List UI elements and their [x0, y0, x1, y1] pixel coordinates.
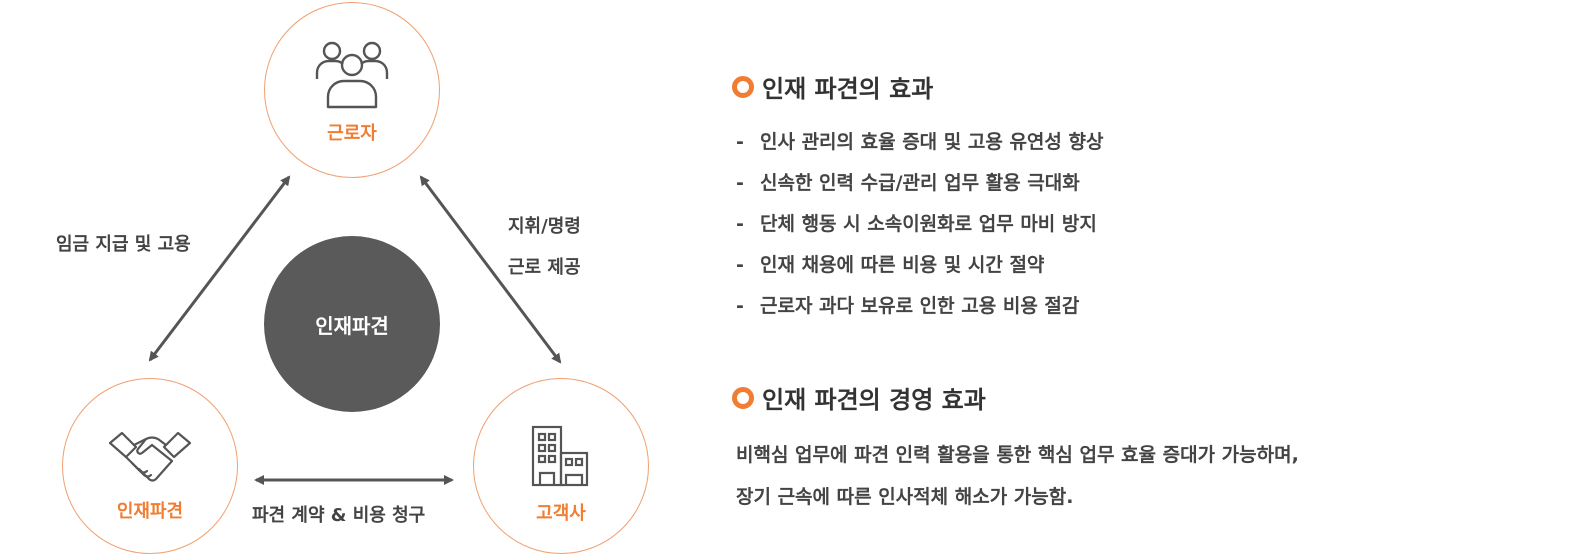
list-item-text: 인재 채용에 따른 비용 및 시간 절약 — [760, 254, 1045, 276]
client-node: 고객사 — [473, 378, 649, 554]
effects-panel: 인재 파견의 효과 -인사 관리의 효율 증대 및 고용 유연성 향상 -신속한… — [730, 0, 1550, 557]
arrow-worker-client — [419, 175, 562, 364]
list-item: -단체 행동 시 소속이원화로 업무 마비 방지 — [736, 213, 1097, 235]
relationship-arrows — [148, 175, 562, 485]
management-effect-line2: 장기 근속에 따른 인사적체 해소가 가능함. — [736, 486, 1074, 508]
list-item: -인재 채용에 따른 비용 및 시간 절약 — [736, 254, 1045, 276]
list-item-text: 인사 관리의 효율 증대 및 고용 유연성 향상 — [760, 131, 1104, 153]
edge-label-right-1: 지휘/명령 — [508, 216, 581, 237]
edge-label-right-2: 근로 제공 — [508, 257, 581, 278]
section1-title: 인재 파견의 효과 — [732, 69, 933, 104]
list-item: -신속한 인력 수급/관리 업무 활용 극대화 — [736, 172, 1080, 194]
handshake-icon — [108, 431, 192, 482]
center-label: 인재파견 — [315, 313, 389, 338]
management-effect-line1: 비핵심 업무에 파견 인력 활용을 통한 핵심 업무 효율 증대가 가능하며, — [736, 444, 1299, 466]
building-icon — [531, 425, 589, 487]
list-item: -근로자 과다 보유로 인한 고용 비용 절감 — [736, 295, 1080, 317]
section2-title: 인재 파견의 경영 효과 — [732, 380, 986, 415]
edge-label-bottom: 파견 계약 & 비용 청구 — [252, 505, 426, 526]
agency-label: 인재파견 — [116, 501, 184, 522]
agency-node: 인재파견 — [62, 378, 238, 554]
list-item: -인사 관리의 효율 증대 및 고용 유연성 향상 — [736, 131, 1104, 153]
worker-label: 근로자 — [327, 123, 377, 144]
worker-node: 근로자 — [264, 2, 440, 178]
list-item-text: 근로자 과다 보유로 인한 고용 비용 절감 — [760, 295, 1080, 317]
arrow-worker-agency — [148, 175, 291, 362]
client-label: 고객사 — [536, 503, 586, 524]
list-item-text: 신속한 인력 수급/관리 업무 활용 극대화 — [760, 172, 1080, 194]
circle-bullet-icon — [732, 75, 754, 98]
dispatch-diagram: 근로자 인재파견 — [0, 0, 700, 557]
section2-title-text: 인재 파견의 경영 효과 — [762, 386, 986, 414]
circle-bullet-icon — [732, 386, 754, 409]
list-item-text: 단체 행동 시 소속이원화로 업무 마비 방지 — [760, 213, 1097, 235]
section1-title-text: 인재 파견의 효과 — [762, 75, 934, 103]
effects-list: -인사 관리의 효율 증대 및 고용 유연성 향상 -신속한 인력 수급/관리 … — [736, 122, 1103, 327]
center-circle: 인재파견 — [264, 236, 440, 412]
people-group-icon — [315, 41, 389, 109]
edge-label-left: 임금 지급 및 고용 — [56, 234, 191, 255]
